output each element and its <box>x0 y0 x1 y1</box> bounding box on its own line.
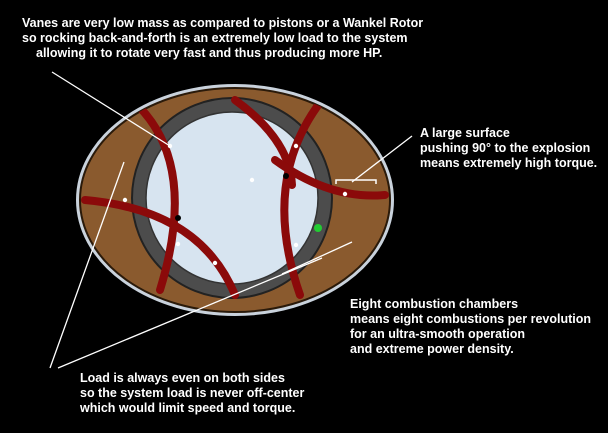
annotation-line: means eight combustions per revolution <box>350 312 592 326</box>
annotation-line: means extremely high torque. <box>420 156 598 170</box>
leader-chambers <box>281 241 353 275</box>
surface-bracket <box>335 179 377 184</box>
annotation-line: so the system load is never off-center <box>80 386 305 400</box>
pivot-dot <box>293 143 299 149</box>
vane-right <box>280 96 326 299</box>
leader-vanes <box>51 71 171 147</box>
pivot-dot <box>175 241 181 247</box>
pivot-dot <box>212 260 218 266</box>
leader-surface <box>351 135 413 183</box>
annotation-line: and extreme power density. <box>350 342 514 356</box>
leader-load-left <box>49 161 125 369</box>
annotation-line: Load is always even on both sides <box>80 371 285 385</box>
vane-left <box>128 96 179 294</box>
annotation-line: Vanes are very low mass as compared to p… <box>22 16 424 30</box>
annotation-vanes: Vanes are very low mass as compared to p… <box>22 16 423 61</box>
annotation-line: allowing it to rotate very fast and thus… <box>36 46 383 60</box>
annotation-line: Eight combustion chambers <box>350 297 519 311</box>
pivot-dot <box>342 191 348 197</box>
annotation-line: A large surface <box>420 126 510 140</box>
pivot-dot <box>249 177 255 183</box>
vane-crossing-dot <box>175 215 181 221</box>
annotation-load: Load is always even on both sides so the… <box>80 371 304 416</box>
pivot-dot <box>293 242 299 248</box>
annotation-surface: A large surface pushing 90° to the explo… <box>420 126 597 171</box>
annotation-line: which would limit speed and torque. <box>80 401 296 415</box>
vane-left-lower <box>81 196 239 299</box>
annotation-line: pushing 90° to the explosion <box>420 141 591 155</box>
pivot-dot <box>122 197 128 203</box>
annotation-chambers: Eight combustion chambers means eight co… <box>350 297 591 357</box>
vane-right-lower <box>271 156 389 200</box>
annotation-line: so rocking back-and-forth is an extremel… <box>22 31 408 45</box>
leader-load-right <box>57 257 323 369</box>
green-marker <box>314 224 322 232</box>
annotation-line: for an ultra-smooth operation <box>350 327 525 341</box>
vane-crossing-dot <box>283 173 289 179</box>
